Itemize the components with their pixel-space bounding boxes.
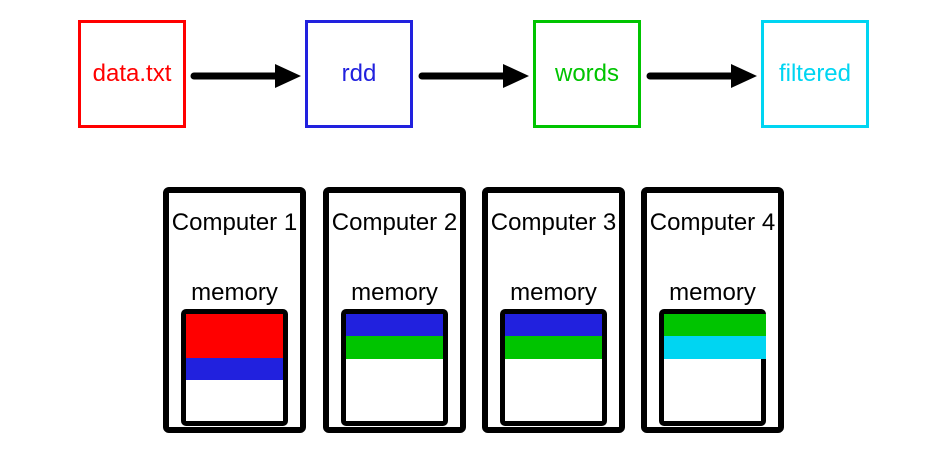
memory-bar-blue bbox=[505, 314, 602, 336]
memory-section: memory bbox=[341, 279, 448, 426]
computer-3-box: Computer 3 memory bbox=[482, 187, 625, 433]
pipeline-node-label: filtered bbox=[778, 60, 852, 87]
memory-label: memory bbox=[510, 279, 597, 306]
memory-section: memory bbox=[659, 279, 766, 426]
memory-bar-blue bbox=[186, 358, 283, 380]
memory-bars bbox=[664, 314, 766, 359]
memory-bars bbox=[505, 314, 602, 359]
memory-section: memory bbox=[500, 279, 607, 426]
memory-bars bbox=[186, 314, 283, 380]
memory-label: memory bbox=[191, 279, 278, 306]
memory-box bbox=[181, 309, 288, 426]
memory-bar-green bbox=[346, 336, 443, 359]
pipeline-node-filtered: filtered bbox=[761, 20, 869, 128]
pipeline-node-words: words bbox=[533, 20, 641, 128]
pipeline-node-data-txt: data.txt bbox=[78, 20, 186, 128]
computer-1-box: Computer 1 memory bbox=[163, 187, 306, 433]
pipeline-node-rdd: rdd bbox=[305, 20, 413, 128]
memory-bar-green bbox=[664, 314, 766, 336]
pipeline-node-label: words bbox=[554, 60, 620, 87]
computer-4-box: Computer 4 memory bbox=[641, 187, 784, 433]
pipeline-node-label: data.txt bbox=[92, 60, 172, 87]
memory-box bbox=[500, 309, 607, 426]
flow-arrow-icon bbox=[190, 64, 301, 88]
computer-label: Computer 2 bbox=[331, 209, 458, 236]
memory-label: memory bbox=[351, 279, 438, 306]
computer-2-box: Computer 2 memory bbox=[323, 187, 466, 433]
computer-label: Computer 1 bbox=[171, 209, 298, 236]
memory-bars bbox=[346, 314, 443, 359]
computer-label: Computer 4 bbox=[649, 209, 776, 236]
memory-section: memory bbox=[181, 279, 288, 426]
flow-arrow-icon bbox=[418, 64, 529, 88]
memory-bar-green bbox=[505, 336, 602, 359]
pipeline-node-label: rdd bbox=[341, 60, 377, 87]
computer-label: Computer 3 bbox=[490, 209, 617, 236]
memory-box bbox=[341, 309, 448, 426]
memory-label: memory bbox=[669, 279, 756, 306]
memory-bar-cyan bbox=[664, 336, 766, 359]
memory-bar-blue bbox=[346, 314, 443, 336]
memory-bar-red bbox=[186, 314, 283, 358]
memory-box bbox=[659, 309, 766, 426]
flow-arrow-icon bbox=[646, 64, 757, 88]
